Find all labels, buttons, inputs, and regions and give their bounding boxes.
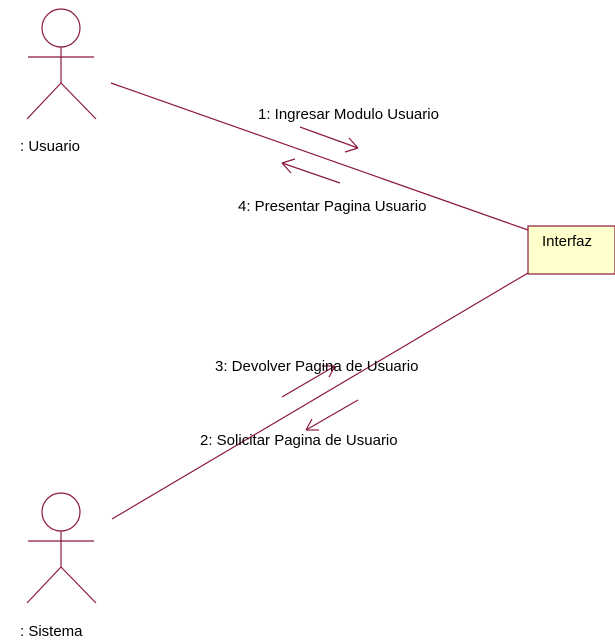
message-3-arrow <box>281 365 336 398</box>
message-2-label: 2: Solicitar Pagina de Usuario <box>200 432 398 449</box>
message-1-arrow <box>299 126 359 153</box>
actor-usuario-head <box>41 8 81 48</box>
link-usuario-interfaz[interactable] <box>110 82 529 231</box>
actor-sistema-right-leg <box>60 566 97 604</box>
message-2-arrow <box>305 399 359 431</box>
message-3-label: 3: Devolver Pagina de Usuario <box>215 358 418 375</box>
object-interfaz-label: Interfaz <box>542 233 592 250</box>
link-sistema-interfaz[interactable] <box>111 272 529 520</box>
object-interfaz-box <box>527 225 615 275</box>
actor-sistema-label: : Sistema <box>20 623 83 640</box>
actor-sistema[interactable]: : Sistema <box>20 492 97 640</box>
actor-sistema-left-leg <box>26 566 62 604</box>
message-4-label: 4: Presentar Pagina Usuario <box>238 198 426 215</box>
actor-usuario[interactable]: : Usuario <box>20 8 97 155</box>
message-1-label: 1: Ingresar Modulo Usuario <box>258 106 439 123</box>
actor-usuario-right-leg <box>60 82 97 120</box>
message-4-arrow <box>281 158 341 184</box>
object-interfaz[interactable]: Interfaz <box>527 225 615 275</box>
actor-sistema-head <box>41 492 81 532</box>
actor-usuario-left-leg <box>26 82 62 120</box>
actor-usuario-label: : Usuario <box>20 138 80 155</box>
